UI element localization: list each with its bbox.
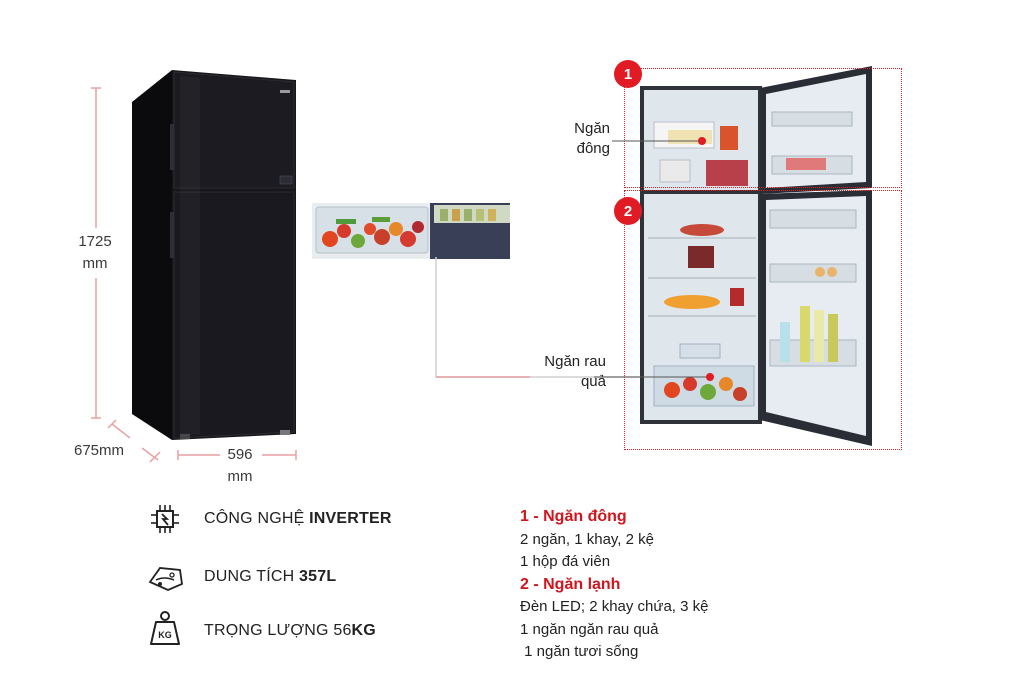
feature-inverter-prefix: CÔNG NGHỆ	[204, 510, 310, 527]
depth-dimension: 675mm	[73, 442, 125, 459]
freezer-callout-line1: Ngăn	[574, 120, 610, 137]
freezer-callout-pointer	[612, 137, 706, 145]
freezer-callout-label: Ngăn đông	[540, 119, 610, 159]
badge-freezer: 1	[614, 60, 642, 88]
feature-row-weight: KG TRỌNG LƯỢNG 56KG	[148, 610, 448, 650]
height-unit: mm	[82, 255, 108, 272]
feature-inverter-bold: INVERTER	[309, 510, 392, 527]
open-fridge-image	[640, 60, 880, 452]
crisper-callout-line1: Ngăn rau	[544, 353, 606, 370]
width-unit: mm	[227, 468, 253, 485]
feature-capacity-bold: 357L	[299, 568, 337, 585]
feature-row-inverter: CÔNG NGHỆ INVERTER	[148, 502, 448, 536]
feature-row-capacity: DUNG TÍCH 357L	[146, 560, 446, 596]
closed-fridge-image	[120, 62, 310, 447]
freezer-callout-line2: đông	[576, 140, 610, 157]
freezer-zone-outline	[624, 68, 902, 188]
feature-weight-label: TRỌNG LƯỢNG 56KG	[204, 622, 376, 640]
weight-icon-text: KG	[158, 630, 172, 640]
spec-section2-line: Đèn LED; 2 khay chứa, 3 kệ	[520, 598, 709, 615]
crisper-connector-line	[435, 257, 644, 378]
crisper-callout-pointer	[594, 373, 714, 381]
crisper-callout-label: Ngăn rau quả	[512, 352, 606, 392]
fridge-zone-outline	[624, 190, 902, 450]
feature-capacity-prefix: DUNG TÍCH	[204, 568, 300, 585]
width-value: 596	[227, 446, 253, 463]
height-value: 1725	[78, 233, 112, 250]
spec-section2-line: 1 ngăn tươi sống	[520, 643, 639, 660]
capacity-icon	[148, 567, 183, 591]
width-dimension: 596 mm	[212, 444, 268, 488]
height-dimension: 1725 mm	[66, 231, 124, 275]
spec-section1-title: 1 - Ngăn đông	[520, 508, 627, 525]
spec-section2-line: 1 ngăn ngăn rau quả	[520, 620, 659, 638]
spec-section1-line: 1 hộp đá viên	[520, 553, 611, 570]
weight-kg-icon: KG	[150, 611, 180, 645]
specs-list: 1 - Ngăn đông 2 ngăn, 1 khay, 2 kệ 1 hộp…	[520, 506, 840, 664]
feature-capacity-label: DUNG TÍCH 357L	[204, 568, 336, 586]
spec-section2-title: 2 - Ngăn lạnh	[520, 575, 621, 593]
spec-section1-line: 2 ngăn, 1 khay, 2 kệ	[520, 530, 654, 548]
feature-weight-prefix: TRỌNG LƯỢNG 56	[204, 622, 352, 639]
feature-inverter-label: CÔNG NGHỆ INVERTER	[204, 510, 392, 528]
dimension-lines	[91, 87, 297, 463]
inverter-chip-icon	[151, 505, 179, 533]
crisper-callout-line2: quả	[580, 373, 606, 390]
feature-weight-bold: KG	[351, 622, 376, 639]
crisper-zoom-image	[312, 203, 510, 259]
badge-fridge: 2	[614, 197, 642, 225]
